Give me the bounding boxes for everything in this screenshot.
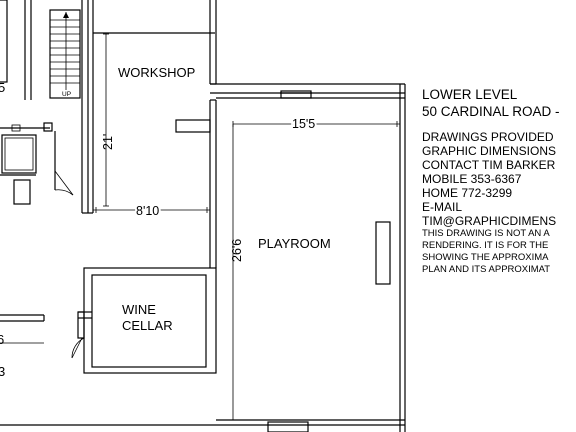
playroom-room: 15'5 26'6 PLAYROOM [0, 84, 406, 432]
wine-label-line1: WINE [122, 302, 156, 317]
playroom-width-dim: 15'5 [292, 117, 315, 131]
lower-left-fragment: 6 3 [0, 314, 45, 379]
workshop-room: WORKSHOP 21' 8'10 [93, 0, 405, 268]
title-line-4: GRAPHIC DIMENSIONS [422, 144, 557, 158]
mechanical-area [0, 122, 74, 205]
title-block: LOWER LEVEL 50 CARDINAL ROAD - DRAWINGS … [422, 86, 576, 276]
title-line-9: TIM@GRAPHICDIMENS [422, 214, 557, 228]
note-line-3: SHOWING THE APPROXIMA [422, 252, 549, 263]
title-line-2: 50 CARDINAL ROAD - [422, 104, 560, 119]
title-line-5: CONTACT TIM BARKER [422, 158, 556, 172]
workshop-width-dim: 8'10 [136, 204, 159, 218]
up-arrow-icon [63, 12, 69, 18]
title-line-1: LOWER LEVEL [422, 87, 518, 102]
playroom-label: PLAYROOM [258, 236, 331, 251]
left-dim-fragment-1: 6 [0, 332, 4, 347]
wine-cellar-room: WINE CELLAR [71, 267, 217, 374]
note-line-1: THIS DRAWING IS NOT AN A [422, 228, 550, 239]
top-left-fragment-label: 5 [0, 80, 5, 95]
title-line-8: E-MAIL [422, 200, 463, 214]
title-line-6: MOBILE 353-6367 [422, 172, 522, 186]
workshop-label: WORKSHOP [118, 65, 195, 80]
left-dim-fragment-2: 3 [0, 364, 5, 379]
title-line-3: DRAWINGS PROVIDED [422, 130, 554, 144]
staircase: UP [49, 9, 81, 99]
central-walls [81, 0, 94, 214]
stairs-up-label: UP [62, 91, 71, 98]
left-wall-fragments: 5 [0, 0, 32, 100]
note-line-2: RENDERING. IT IS FOR THE [422, 240, 549, 251]
wine-label-line2: CELLAR [122, 318, 173, 333]
note-line-4: PLAN AND ITS APPROXIMAT [422, 264, 551, 275]
workshop-height-dim: 21' [101, 134, 115, 150]
playroom-height-dim: 26'6 [230, 239, 244, 262]
title-line-7: HOME 772-3299 [422, 186, 513, 200]
